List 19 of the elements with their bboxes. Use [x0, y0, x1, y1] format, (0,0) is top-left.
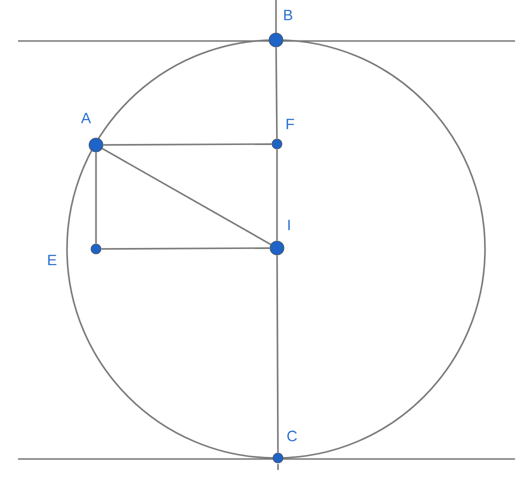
point-label: I [288, 220, 290, 230]
point [90, 244, 102, 254]
point-label: B [284, 10, 292, 20]
point-label: E [48, 254, 56, 266]
point-label: F [286, 118, 294, 130]
line-segment [275, 47, 278, 139]
line-segment [276, 255, 279, 453]
line-segment [101, 247, 270, 250]
point-label: A [81, 112, 91, 124]
line-segment [276, 149, 278, 241]
line-segment [103, 143, 272, 146]
point [272, 138, 282, 150]
point [270, 240, 284, 256]
point [88, 138, 104, 152]
line-segment [102, 148, 272, 246]
line-segment [95, 152, 97, 244]
point [268, 32, 284, 48]
point-label: C [287, 430, 297, 442]
point [272, 452, 284, 464]
